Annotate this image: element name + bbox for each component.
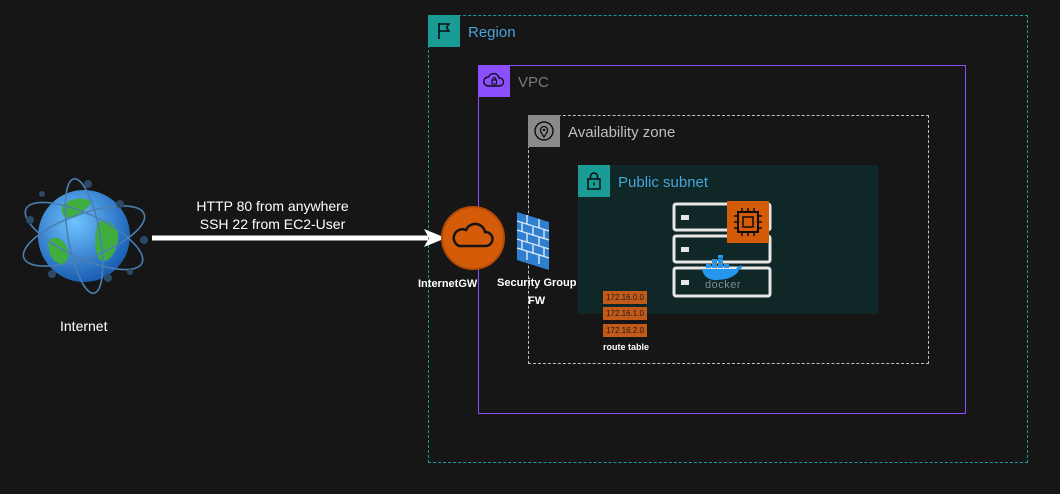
docker-whale-icon xyxy=(700,255,748,286)
firewall-icon xyxy=(513,210,553,277)
connection-rule-http: HTTP 80 from anywhere xyxy=(196,198,349,214)
lock-icon xyxy=(578,165,610,197)
internet-gateway-cloud-icon xyxy=(441,206,505,275)
route-table-entry: 172.16.2.0 xyxy=(603,324,647,337)
ec2-instance-icon xyxy=(727,201,769,243)
firewall-label: FW xyxy=(528,295,546,307)
route-table-entry: 172.16.1.0 xyxy=(603,307,647,320)
security-group-label: Security Group xyxy=(497,277,577,289)
docker-label: docker xyxy=(705,279,742,291)
globe-icon xyxy=(12,178,152,303)
route-table-label: route table xyxy=(603,342,650,352)
vpc-label: VPC xyxy=(518,74,549,91)
location-pin-icon xyxy=(528,115,560,147)
connection-arrow xyxy=(150,226,450,255)
connection-rule-ssh: SSH 22 from EC2-User xyxy=(199,216,346,232)
vpc-cloud-icon xyxy=(478,65,510,97)
route-table-entry: 172.16.0.0 xyxy=(603,291,647,304)
region-flag-icon xyxy=(428,15,460,47)
availability-zone-label: Availability zone xyxy=(568,124,676,141)
region-label: Region xyxy=(468,24,516,41)
internet-label: Internet xyxy=(60,318,108,334)
internet-gateway-label: InternetGW xyxy=(418,278,478,290)
public-subnet-label: Public subnet xyxy=(618,174,709,191)
